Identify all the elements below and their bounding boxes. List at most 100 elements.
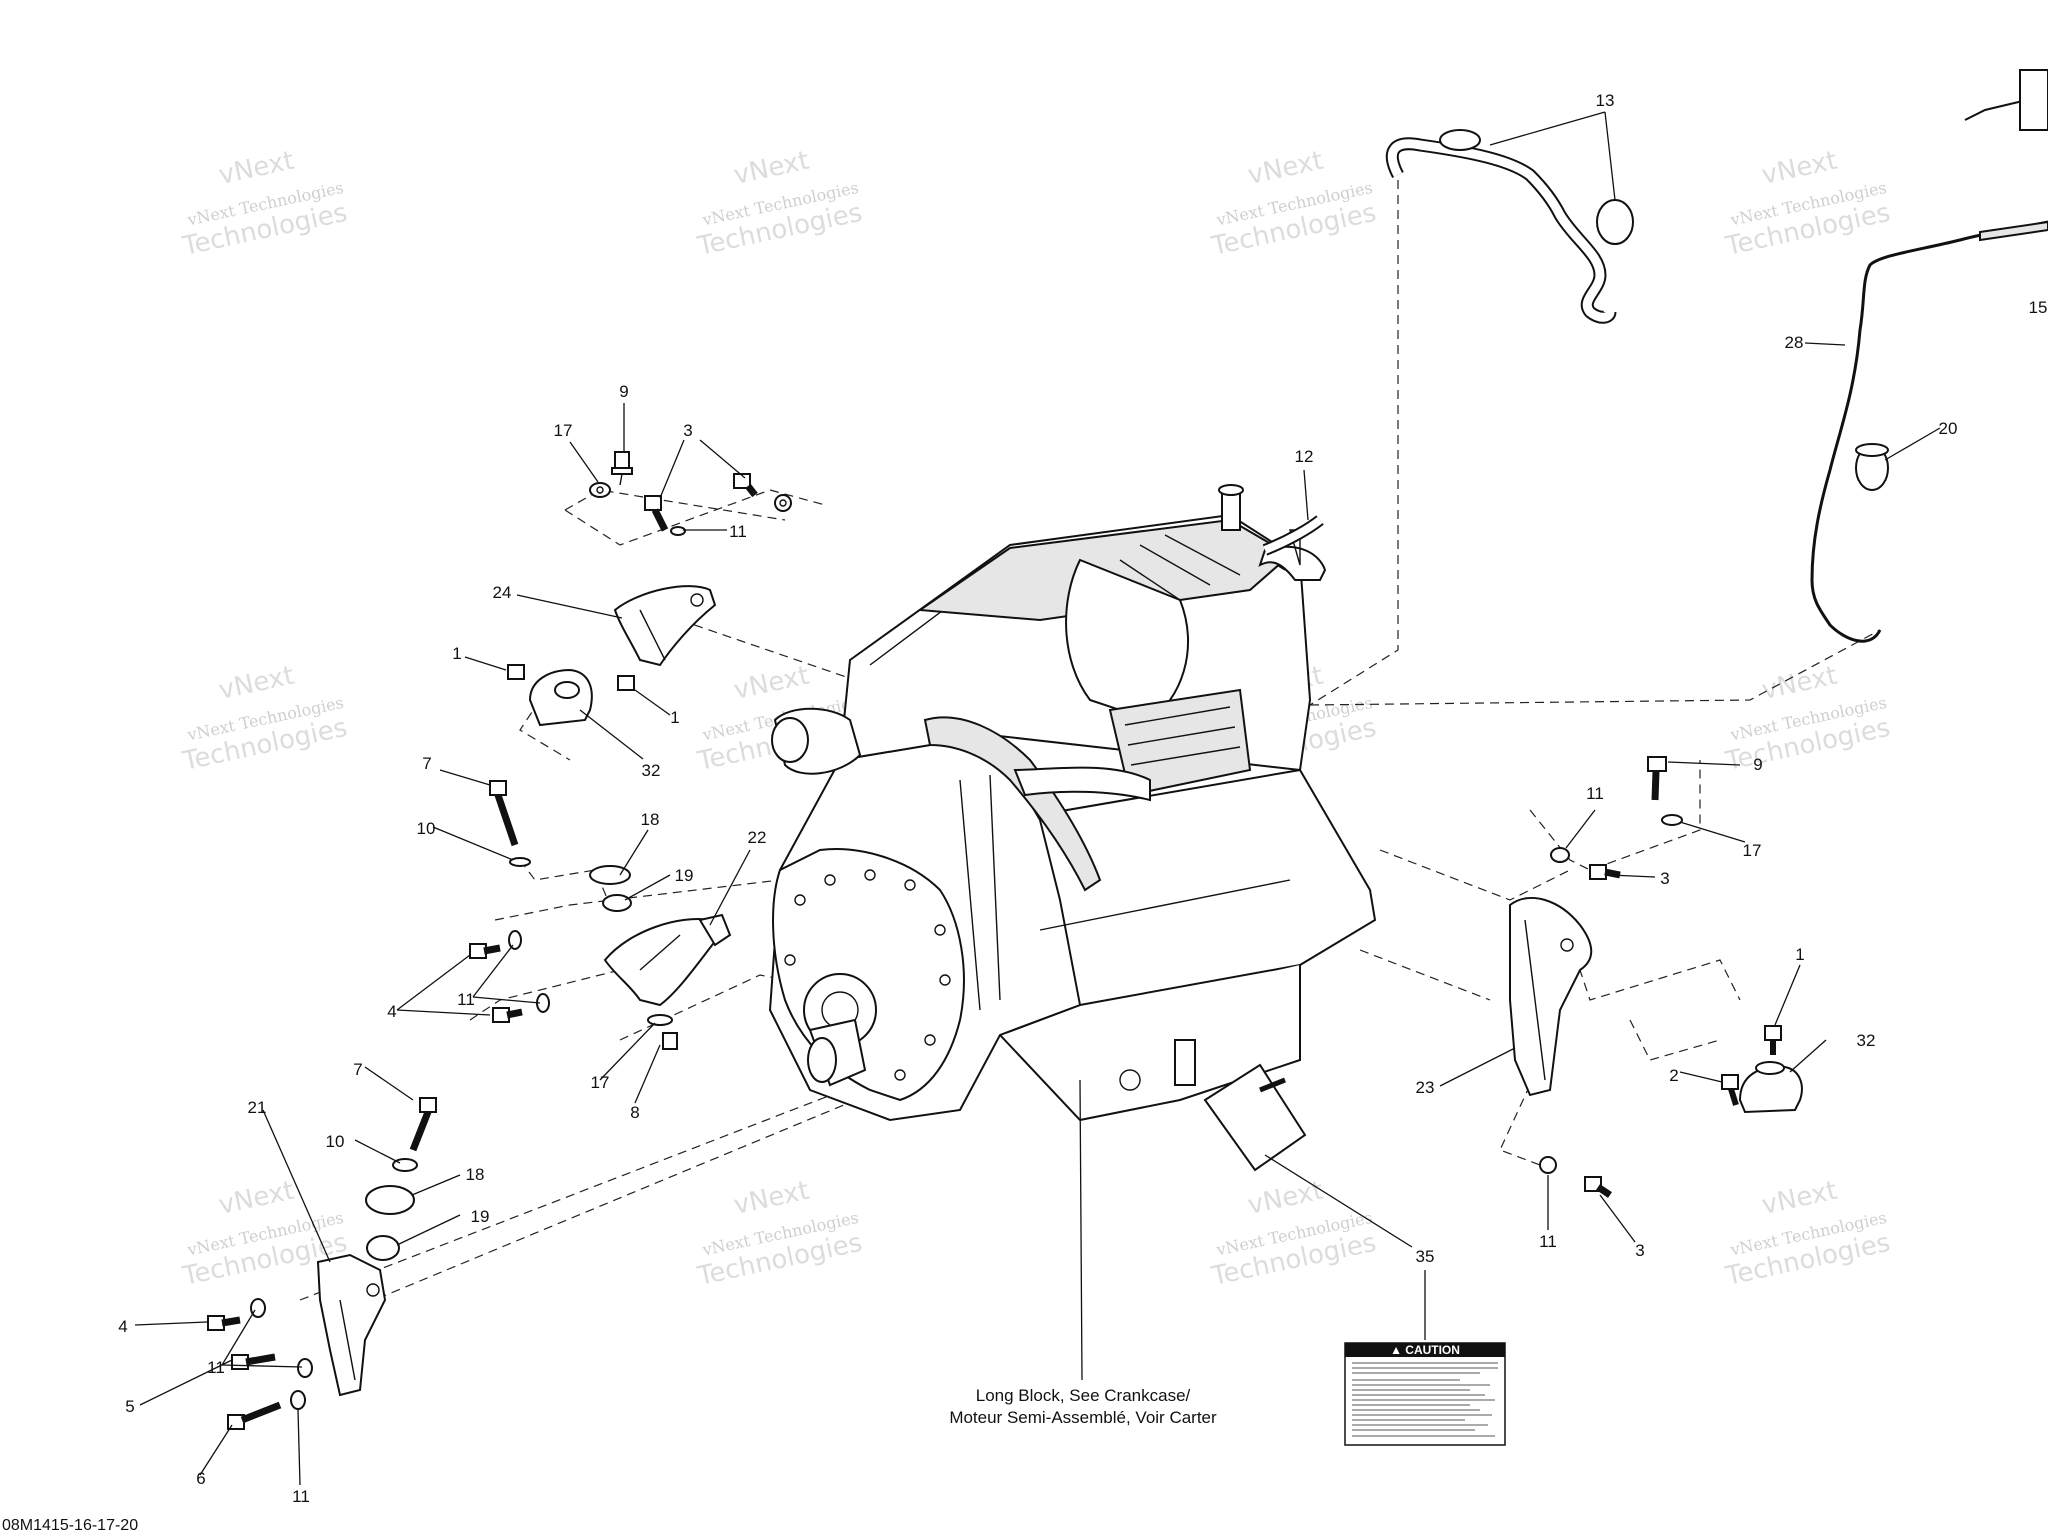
svg-text:vNext: vNext <box>216 661 297 706</box>
callout-28: 28 <box>1785 333 1804 352</box>
nut-1-icon <box>617 675 635 691</box>
washer-17-icon <box>647 1014 673 1026</box>
callout-11: 11 <box>729 522 747 541</box>
bolt-3-icon <box>1589 864 1621 880</box>
engine-bracket-21 <box>316 1253 387 1397</box>
engine-mount-32b <box>1738 1061 1803 1114</box>
watermark: Technologies vNext Technologies vNext <box>179 661 350 777</box>
breather-hose <box>1385 129 1634 324</box>
washer-17-icon <box>589 482 611 498</box>
callout-3: 3 <box>1635 1241 1644 1260</box>
svg-text:vNext: vNext <box>731 661 812 706</box>
bolt-2-icon <box>1721 1074 1739 1106</box>
bolt-3-icon <box>1584 1176 1612 1198</box>
bolt-4-icon <box>492 1007 523 1023</box>
washer-11-icon <box>508 930 522 950</box>
callout-19: 19 <box>471 1207 490 1226</box>
spacer-19-icon <box>366 1235 400 1261</box>
watermark: Technologies vNext Technologies vNext <box>694 1176 865 1292</box>
callout-2: 2 <box>1669 1066 1678 1085</box>
leader-lines <box>134 111 1941 1486</box>
callout-22: 22 <box>748 828 767 847</box>
callout-numbers: 13 28 15 20 9 17 3 11 12 24 1 1 32 7 10 … <box>118 91 2047 1506</box>
callout-11: 11 <box>457 990 475 1009</box>
rubber-pad-18-icon <box>589 865 631 885</box>
callout-6: 6 <box>196 1469 205 1488</box>
callout-3: 3 <box>1660 869 1669 888</box>
sensor-wire <box>1810 69 2048 643</box>
bolt-4-icon <box>469 943 501 959</box>
svg-text:vNext: vNext <box>1245 146 1326 191</box>
watermark: Technologies vNext Technologies vNext <box>1722 1176 1893 1292</box>
svg-text:vNext: vNext <box>1245 1176 1326 1221</box>
callout-23: 23 <box>1416 1078 1435 1097</box>
callout-15: 15 <box>2029 298 2048 317</box>
callout-10: 10 <box>326 1132 345 1151</box>
svg-text:vNext: vNext <box>731 146 812 191</box>
callout-11: 11 <box>207 1358 225 1377</box>
watermark: Technologies vNext Technologies vNext <box>694 146 865 262</box>
svg-text:vNext: vNext <box>216 146 297 191</box>
watermark: Technologies vNext Technologies vNext <box>1722 661 1893 777</box>
callout-24: 24 <box>493 583 512 602</box>
callout-10: 10 <box>417 819 436 838</box>
svg-text:vNext: vNext <box>1759 146 1840 191</box>
callout-17: 17 <box>591 1073 610 1092</box>
washer-11-icon <box>290 1390 306 1410</box>
callout-11: 11 <box>1539 1232 1557 1251</box>
screw-9-icon <box>611 451 633 486</box>
callout-20: 20 <box>1939 419 1958 438</box>
washer-11-icon <box>297 1358 313 1378</box>
washer-10-icon <box>509 857 531 867</box>
washer-11-icon <box>670 526 686 536</box>
callout-5: 5 <box>125 1397 134 1416</box>
long-block-note-line1: Long Block, See Crankcase/ <box>976 1386 1191 1405</box>
caution-label: ▲ CAUTION <box>1344 1342 1506 1446</box>
watermark: Technologies vNext Technologies vNext <box>1208 1176 1379 1292</box>
callout-4: 4 <box>118 1317 127 1336</box>
callout-8: 8 <box>630 1103 639 1122</box>
washer-11-icon <box>1550 847 1570 863</box>
document-id: 08M1415-16-17-20 <box>2 1517 138 1534</box>
svg-text:vNext: vNext <box>731 1176 812 1221</box>
callout-1: 1 <box>1795 945 1804 964</box>
long-bolt-7-icon <box>409 1097 437 1152</box>
callout-19: 19 <box>675 866 694 885</box>
callout-32: 32 <box>642 761 661 780</box>
callout-17: 17 <box>554 421 573 440</box>
callout-9: 9 <box>619 382 628 401</box>
callout-17: 17 <box>1743 841 1762 860</box>
callout-1: 1 <box>452 644 461 663</box>
nut-1-icon <box>1764 1025 1782 1055</box>
engine-bracket-23 <box>1509 896 1593 1097</box>
bolt-5-icon <box>231 1353 276 1370</box>
long-block-note-line2: Moteur Semi-Assemblé, Voir Carter <box>949 1408 1217 1427</box>
callout-21: 21 <box>248 1098 267 1117</box>
watermark: Technologies vNext Technologies vNext <box>1722 146 1893 262</box>
washer-11-icon <box>250 1298 266 1318</box>
hose-clamp-icon <box>1596 199 1634 245</box>
svg-text:vNext: vNext <box>1759 661 1840 706</box>
decal-35 <box>1203 1063 1307 1172</box>
callout-11: 11 <box>1586 784 1604 803</box>
long-bolt-7-icon <box>489 780 519 847</box>
callout-7: 7 <box>422 754 431 773</box>
rubber-pad-18-icon <box>365 1185 415 1215</box>
engine-long-block <box>768 484 1377 1122</box>
engine-bracket-22 <box>603 913 732 1007</box>
hose-clamp-icon <box>1439 129 1481 151</box>
engine-bracket-24 <box>613 585 717 667</box>
callout-18: 18 <box>466 1165 485 1184</box>
callout-3: 3 <box>683 421 692 440</box>
bolt-4-icon <box>207 1315 241 1331</box>
bolt-6-icon <box>227 1401 282 1430</box>
washer-11-icon <box>1539 1156 1557 1174</box>
svg-text:vNext: vNext <box>1759 1176 1840 1221</box>
bolt-3-icon <box>644 495 669 532</box>
nut-1-icon <box>507 664 525 680</box>
sensor-icon <box>1979 220 2048 242</box>
callout-13: 13 <box>1596 91 1615 110</box>
engine-mount-32a <box>528 668 593 727</box>
